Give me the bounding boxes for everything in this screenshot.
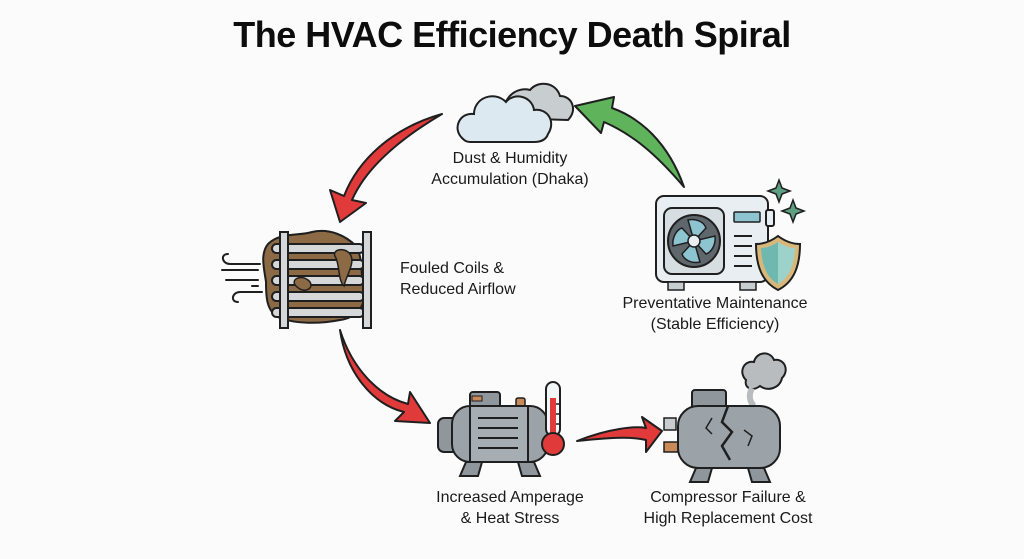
arrow-coils-to-amperage: [339, 329, 431, 424]
arrow-amperage-to-failure: [576, 416, 663, 453]
label-dust-line1: Dust & Humidity: [452, 150, 568, 167]
label-failure: Compressor Failure & High Replacement Co…: [618, 487, 838, 529]
wind-icon: [221, 253, 263, 303]
label-amperage: Increased Amperage & Heat Stress: [410, 487, 610, 529]
ac-unit-shield-icon: [655, 195, 775, 291]
label-failure-line2: High Replacement Cost: [643, 510, 813, 527]
arrow-dust-to-coils: [329, 113, 443, 223]
shield-icon: [754, 234, 802, 292]
label-dust-line2: Accumulation (Dhaka): [431, 171, 589, 188]
diagram-title: The HVAC Efficiency Death Spiral: [233, 14, 791, 55]
label-amperage-line1: Increased Amperage: [436, 489, 584, 506]
label-amperage-line2: & Heat Stress: [460, 510, 560, 527]
label-dust: Dust & Humidity Accumulation (Dhaka): [410, 148, 610, 190]
arrow-maintenance-to-dust: [574, 96, 685, 188]
cloud-icon: [456, 82, 575, 143]
label-maintenance-line1: Preventative Maintenance: [622, 295, 808, 312]
sparkle-icon: [765, 177, 807, 225]
label-coils: Fouled Coils & Reduced Airflow: [400, 258, 580, 300]
label-coils-line2: Reduced Airflow: [400, 281, 516, 298]
label-coils-line1: Fouled Coils &: [400, 260, 505, 277]
label-maintenance-line2: (Stable Efficiency): [650, 316, 780, 333]
thermometer-icon: [541, 381, 565, 456]
broken-compressor-icon: [663, 352, 787, 483]
overheating-compressor-icon: [437, 391, 549, 477]
label-maintenance: Preventative Maintenance (Stable Efficie…: [600, 293, 830, 335]
fouled-coil-icon: [262, 230, 372, 329]
label-failure-line1: Compressor Failure &: [650, 489, 806, 506]
